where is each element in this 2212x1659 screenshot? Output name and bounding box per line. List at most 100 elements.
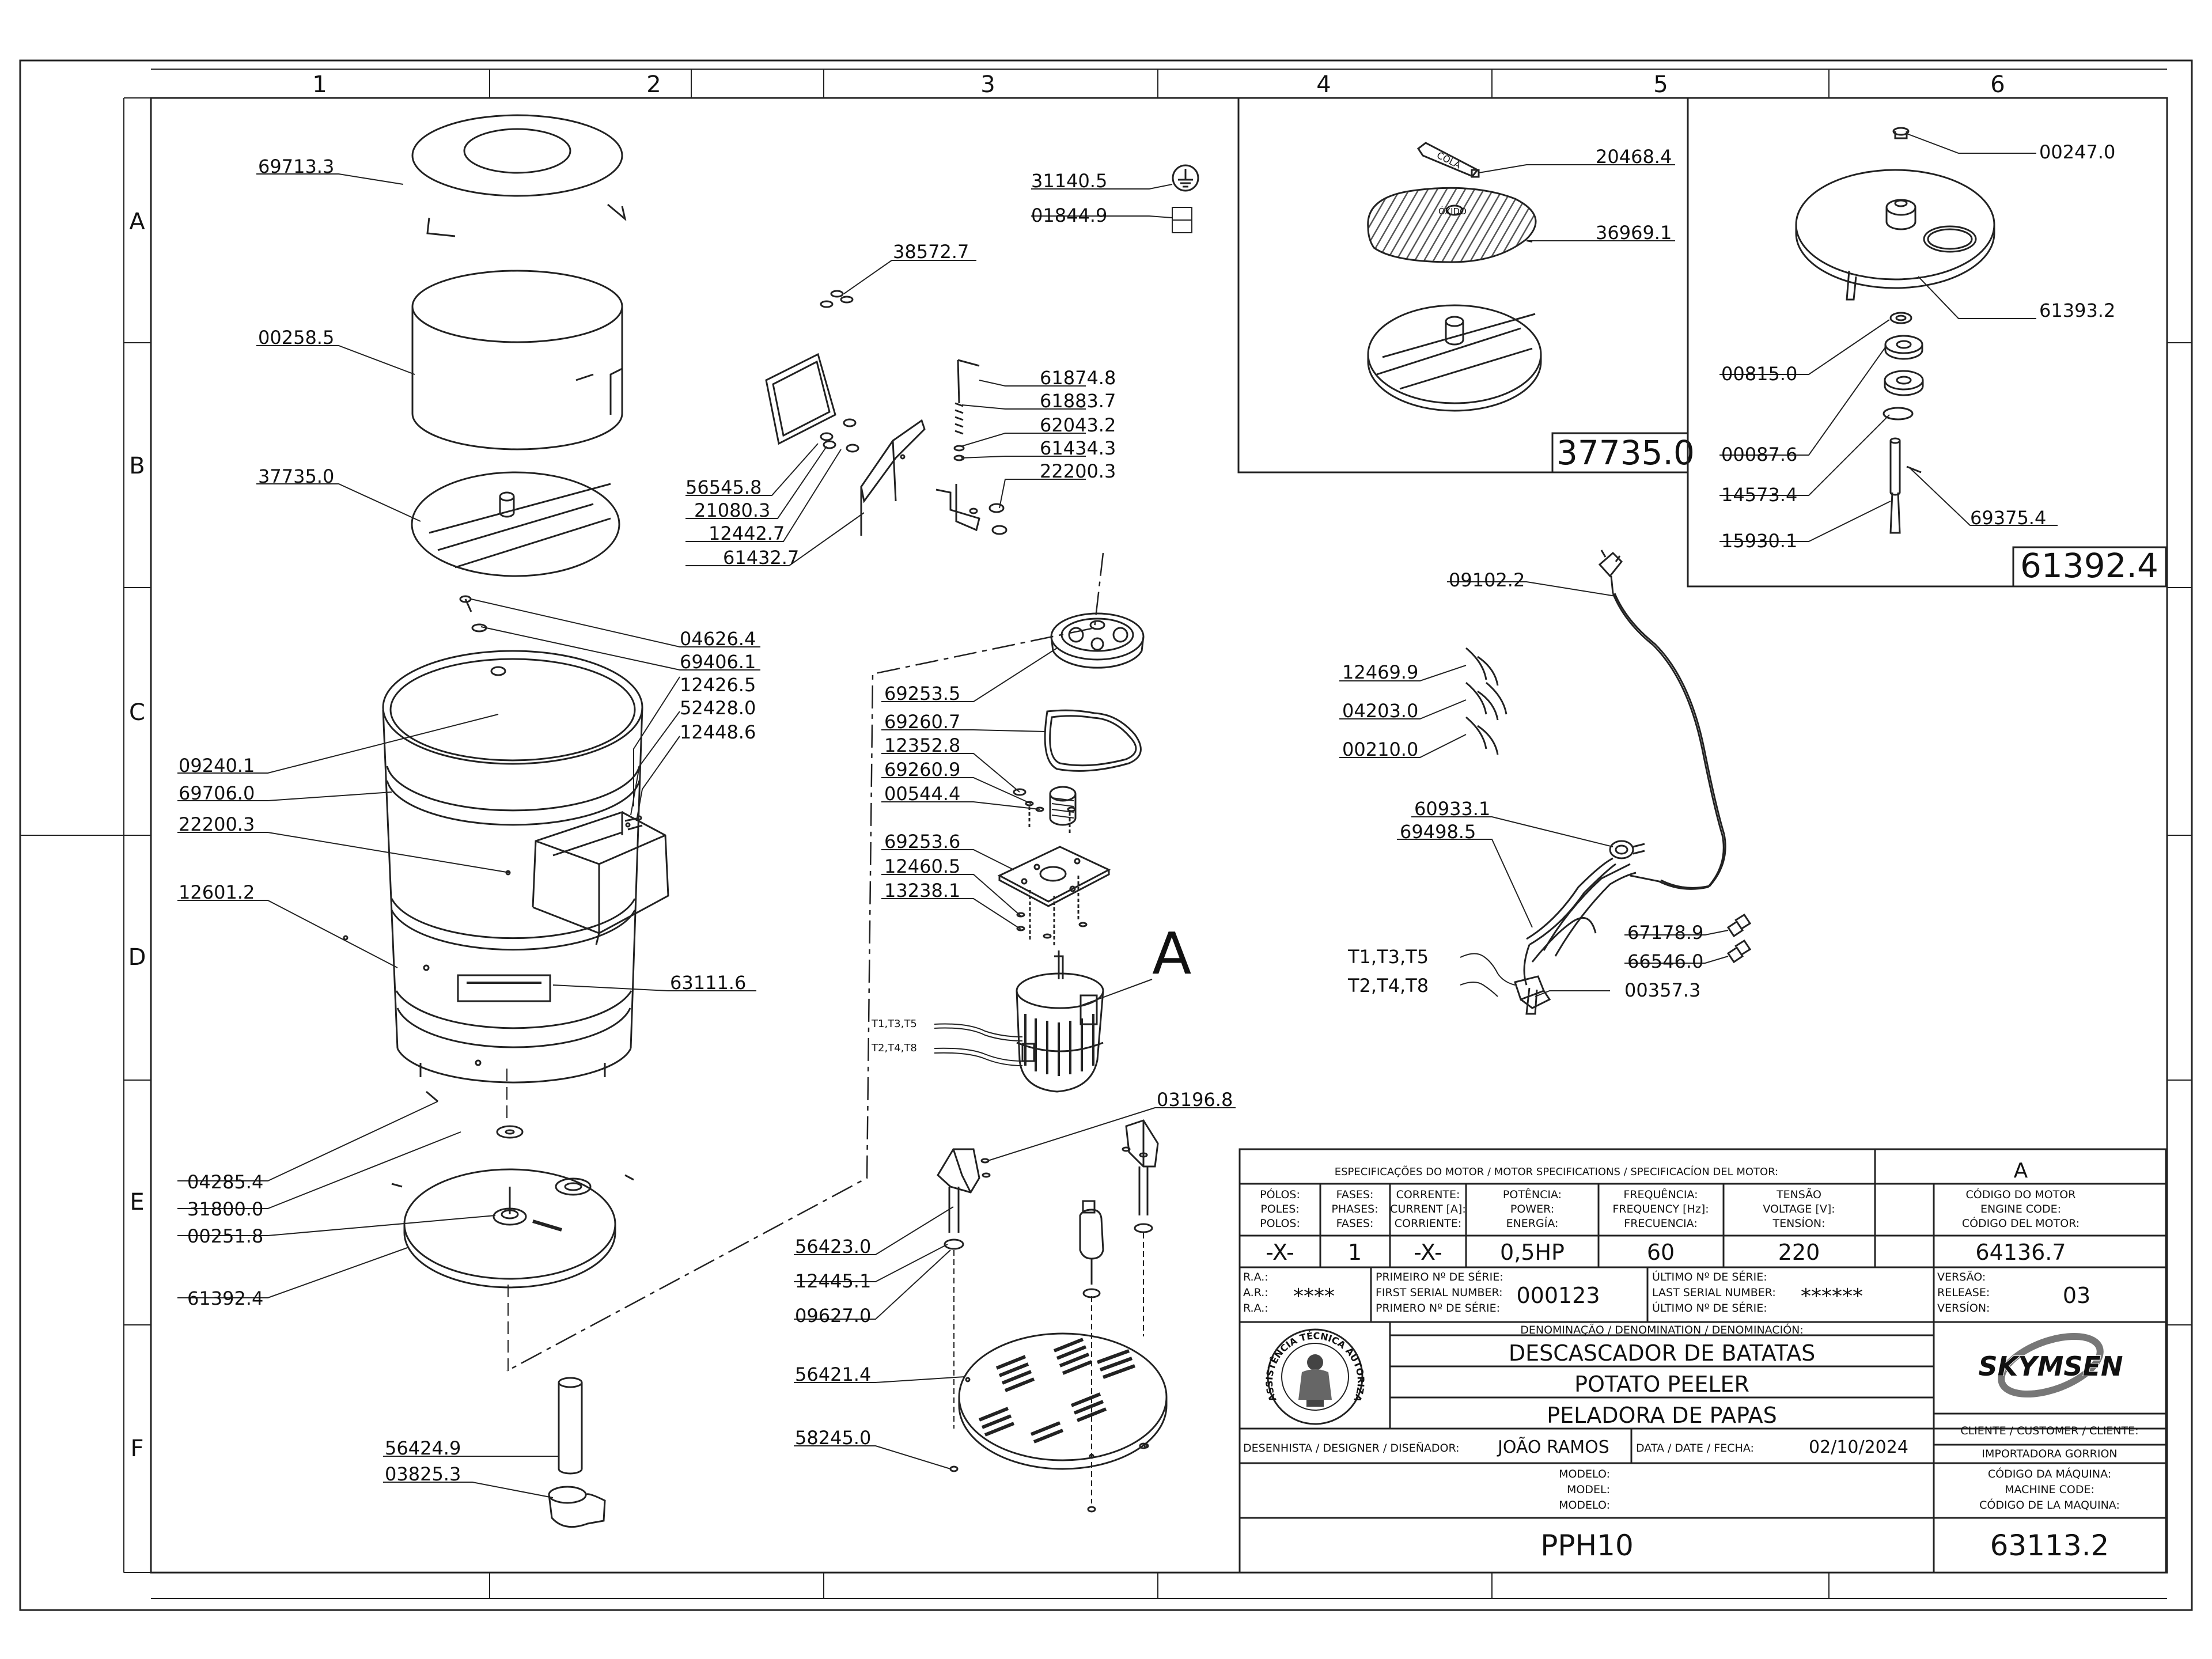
part-label: 61874.8: [1040, 367, 1116, 389]
first-serial: 000123: [1516, 1283, 1600, 1308]
column-label: 5: [1653, 71, 1668, 98]
spec-col-label: TENSÍON:: [1772, 1217, 1825, 1230]
spec-col-label: PÓLOS:: [1260, 1187, 1300, 1201]
part-labels: 69713.3 00258.5 37735.0 04626.4 69406.1 …: [179, 141, 2115, 1485]
last-serial-label: ÚLTIMO Nº DE SÉRIE:: [1652, 1270, 1767, 1283]
ra-label: R.A.:: [1243, 1302, 1268, 1315]
ra-label: A.R.:: [1243, 1286, 1268, 1299]
part-label: 03196.8: [1157, 1089, 1233, 1111]
part-label: 00544.4: [884, 783, 960, 805]
part-label: 12442.7: [709, 522, 785, 544]
part-label: 12426.5: [680, 674, 756, 696]
motor-wire-lower-label: T2,T4,T8: [871, 1042, 917, 1054]
date-label: DATA / DATE / FECHA:: [1636, 1442, 1754, 1455]
ra-value: ****: [1293, 1285, 1335, 1308]
part-label: 56424.9: [385, 1437, 461, 1459]
column-label: 4: [1316, 71, 1331, 98]
peeler-body-assembly: [343, 114, 669, 1528]
title-block-text: ESPECIFICAÇÕES DO MOTOR / MOTOR SPECIFIC…: [1243, 1159, 2139, 1562]
part-label: 61434.3: [1040, 437, 1116, 459]
part-label: 52428.0: [680, 697, 756, 719]
part-label: 61883.7: [1040, 390, 1116, 412]
spec-col-label: PHASES:: [1331, 1203, 1378, 1215]
top-guard-cylinder: [411, 270, 623, 450]
drawing-date: 02/10/2024: [1809, 1437, 1908, 1457]
column-label: 2: [646, 71, 661, 98]
part-label: 60933.1: [1414, 798, 1490, 820]
title-block: [1238, 1148, 2167, 1574]
spec-col-label: CORRENTE:: [1396, 1188, 1460, 1201]
first-serial-label: FIRST SERIAL NUMBER:: [1376, 1286, 1503, 1299]
part-label: 69253.6: [884, 831, 960, 853]
part-label: 12352.8: [884, 734, 960, 756]
part-label: 67178.9: [1627, 922, 1703, 944]
part-label: 69260.7: [884, 711, 960, 733]
last-serial: ******: [1801, 1285, 1863, 1308]
row-label: A: [129, 209, 145, 235]
part-label: 21080.3: [694, 499, 770, 521]
spec-header: ESPECIFICAÇÕES DO MOTOR / MOTOR SPECIFIC…: [1335, 1165, 1779, 1178]
part-label: 20468.4: [1596, 146, 1672, 168]
version-number: 03: [2063, 1283, 2090, 1308]
spec-col-label: FASES:: [1336, 1188, 1374, 1201]
part-label: 00815.0: [1721, 363, 1797, 385]
row-label: D: [128, 944, 146, 971]
machine-code-label: CÓDIGO DA MÁQUINA:: [1988, 1467, 2111, 1480]
sheet-frame: [19, 59, 2193, 1611]
part-label: 22200.3: [179, 813, 255, 835]
machine-code-label: CÓDIGO DE LA MAQUINA:: [1979, 1498, 2120, 1512]
first-serial-label: PRIMEIRO Nº DE SÉRIE:: [1376, 1270, 1503, 1283]
row-label: F: [130, 1435, 143, 1462]
client-name: IMPORTADORA GORRION: [1982, 1448, 2117, 1460]
spec-col-label: FREQUENCY [Hz]:: [1612, 1203, 1709, 1215]
drain-tube: [548, 1377, 606, 1528]
part-label: 63111.6: [670, 972, 746, 994]
part-label: 69706.0: [179, 782, 255, 804]
motor-pulley-assembly: [934, 612, 1153, 1093]
designer-name: JOÃO RAMOS: [1497, 1437, 1609, 1457]
ra-label: R.A.:: [1243, 1271, 1268, 1283]
part-label: 66546.0: [1627, 950, 1703, 972]
part-label: 12448.6: [680, 721, 756, 743]
part-label: 00210.0: [1342, 738, 1418, 760]
spec-value: 1: [1348, 1240, 1362, 1265]
motor-wire-upper-label: T1,T3,T5: [871, 1018, 917, 1030]
motor-code: 64136.7: [1975, 1240, 2066, 1265]
brand-logo-text: SKYMSEN: [1979, 1351, 2123, 1382]
model-number: PPH10: [1540, 1529, 1634, 1562]
base-assembly: [937, 1119, 1168, 1513]
part-label: 00251.8: [187, 1225, 263, 1247]
wire-labels: T1,T3,T5 T2,T4,T8 T1,T3,T5 T2,T4,T8 A: [871, 920, 1429, 1054]
switch-wire-upper-label: T1,T3,T5: [1347, 946, 1429, 968]
version-label: VERSÃO:: [1937, 1270, 1986, 1283]
part-label: 22200.3: [1040, 460, 1116, 482]
spec-value: -X-: [1266, 1240, 1294, 1265]
part-label: 15930.1: [1721, 530, 1797, 552]
part-label: 62043.2: [1040, 414, 1116, 436]
part-label: 61432.7: [723, 547, 799, 569]
spec-col-label: FASES:: [1336, 1217, 1374, 1230]
column-labels: 1 2 3 4 5 6: [312, 71, 2005, 98]
spec-col-label: FRECUENCIA:: [1624, 1217, 1697, 1230]
model-label: MODELO:: [1559, 1499, 1610, 1512]
machine-name-en: POTATO PEELER: [1574, 1372, 1749, 1397]
client-label: CLIENTE / CUSTOMER / CLIENTE:: [1960, 1425, 2138, 1437]
part-label: 12601.2: [179, 881, 255, 903]
row-label: C: [129, 699, 145, 726]
spec-col-label: TENSÃO: [1776, 1188, 1821, 1201]
part-label: 00258.5: [258, 327, 334, 349]
motor-code-label: CÓDIGO DO MOTOR: [1966, 1187, 2076, 1201]
top-cover: [411, 114, 627, 237]
part-label: 36969.1: [1596, 222, 1672, 244]
spec-col-label: FREQUÊNCIA:: [1623, 1188, 1698, 1201]
part-label: 04626.4: [680, 628, 756, 650]
model-label: MODELO:: [1559, 1468, 1610, 1480]
row-label: E: [130, 1189, 144, 1215]
version-letter: A: [2014, 1159, 2028, 1183]
spec-col-label: POTÊNCIA:: [1503, 1188, 1562, 1201]
spec-col-label: POLOS:: [1260, 1217, 1300, 1230]
part-label: 58245.0: [795, 1427, 871, 1449]
denomination-header: DENOMINAÇÃO / DENOMINATION / DENOMINACIÓ…: [1520, 1323, 1804, 1336]
part-label: 56421.4: [795, 1363, 871, 1385]
